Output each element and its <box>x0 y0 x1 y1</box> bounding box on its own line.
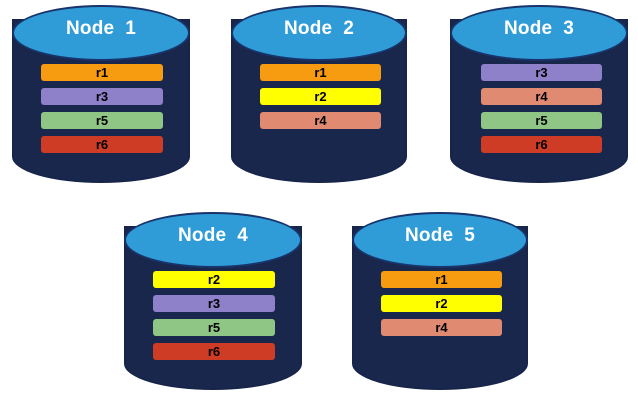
record-bar-r3[interactable]: r3 <box>41 88 163 105</box>
record-bar-r4[interactable]: r4 <box>260 112 381 129</box>
record-bar-r2[interactable]: r2 <box>260 88 381 105</box>
node-cylinder-3[interactable]: Node 3 r3 r4 r5 r6 <box>450 5 628 183</box>
record-list: r1 r2 r4 <box>381 271 502 336</box>
cylinder-top-ellipse <box>352 212 528 268</box>
record-bar-r1[interactable]: r1 <box>260 64 381 81</box>
record-bar-r5[interactable]: r5 <box>481 112 602 129</box>
record-bar-r1[interactable]: r1 <box>41 64 163 81</box>
node-label: Node 5 <box>404 225 476 246</box>
record-bar-r6[interactable]: r6 <box>41 136 163 153</box>
record-list: r2 r3 r5 r6 <box>153 271 275 360</box>
cylinder-top-ellipse <box>124 212 302 268</box>
node-cylinder-5[interactable]: Node 5 r1 r2 r4 <box>352 212 528 390</box>
node-label: Node 4 <box>177 225 249 246</box>
cylinder-top-ellipse <box>231 5 407 61</box>
record-bar-r6[interactable]: r6 <box>153 343 275 360</box>
record-bar-r3[interactable]: r3 <box>153 295 275 312</box>
cylinder-top-ellipse <box>12 5 190 61</box>
record-list: r1 r2 r4 <box>260 64 381 129</box>
record-bar-r5[interactable]: r5 <box>41 112 163 129</box>
node-cylinder-1[interactable]: Node 1 r1 r3 r5 r6 <box>12 5 190 183</box>
record-bar-r5[interactable]: r5 <box>153 319 275 336</box>
record-bar-r6[interactable]: r6 <box>481 136 602 153</box>
record-list: r1 r3 r5 r6 <box>41 64 163 153</box>
record-bar-r4[interactable]: r4 <box>481 88 602 105</box>
node-label: Node 1 <box>65 18 137 39</box>
node-label: Node 2 <box>283 18 355 39</box>
record-bar-r4[interactable]: r4 <box>381 319 502 336</box>
node-cylinder-2[interactable]: Node 2 r1 r2 r4 <box>231 5 407 183</box>
record-list: r3 r4 r5 r6 <box>481 64 602 153</box>
record-bar-r1[interactable]: r1 <box>381 271 502 288</box>
cylinder-top-ellipse <box>450 5 628 61</box>
record-bar-r2[interactable]: r2 <box>153 271 275 288</box>
node-label: Node 3 <box>503 18 575 39</box>
record-bar-r3[interactable]: r3 <box>481 64 602 81</box>
record-bar-r2[interactable]: r2 <box>381 295 502 312</box>
node-cylinder-4[interactable]: Node 4 r2 r3 r5 r6 <box>124 212 302 390</box>
